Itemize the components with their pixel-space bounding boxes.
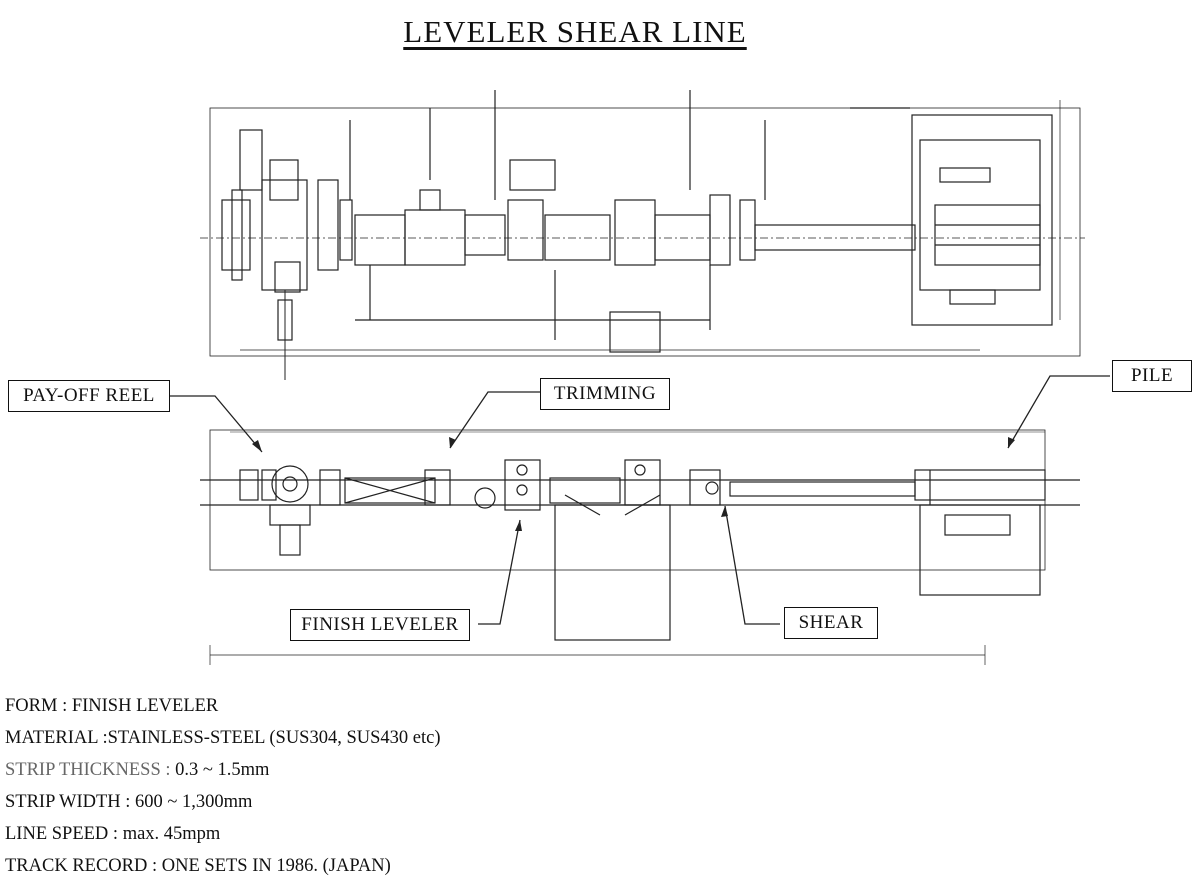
spec-strip-width: STRIP WIDTH : 600 ~ 1,300mm bbox=[5, 792, 253, 812]
spec-line-speed: LINE SPEED : max. 45mpm bbox=[5, 824, 221, 844]
callout-shear: SHEAR bbox=[784, 607, 878, 639]
spec-form: FORM : FINISH LEVELER bbox=[5, 696, 219, 716]
leader-arrowheads bbox=[252, 437, 1015, 531]
elevation-view bbox=[200, 429, 1080, 665]
callout-pay-off-reel: PAY-OFF REEL bbox=[8, 380, 170, 412]
callout-leaders bbox=[168, 375, 1110, 625]
spec-track-record: TRACK RECORD : ONE SETS IN 1986. (JAPAN) bbox=[5, 856, 391, 876]
callout-pile: PILE bbox=[1112, 360, 1192, 392]
spec-strip-thickness: STRIP THICKNESS : 0.3 ~ 1.5mm bbox=[5, 760, 270, 780]
specifications: FORM : FINISH LEVELER MATERIAL :STAINLES… bbox=[5, 690, 441, 882]
callout-finish-leveler: FINISH LEVELER bbox=[290, 609, 470, 641]
callout-trimming: TRIMMING bbox=[540, 378, 670, 410]
spec-material: MATERIAL :STAINLESS-STEEL (SUS304, SUS43… bbox=[5, 728, 441, 748]
plan-view bbox=[200, 90, 1085, 380]
page-title: LEVELER SHEAR LINE bbox=[403, 14, 747, 49]
